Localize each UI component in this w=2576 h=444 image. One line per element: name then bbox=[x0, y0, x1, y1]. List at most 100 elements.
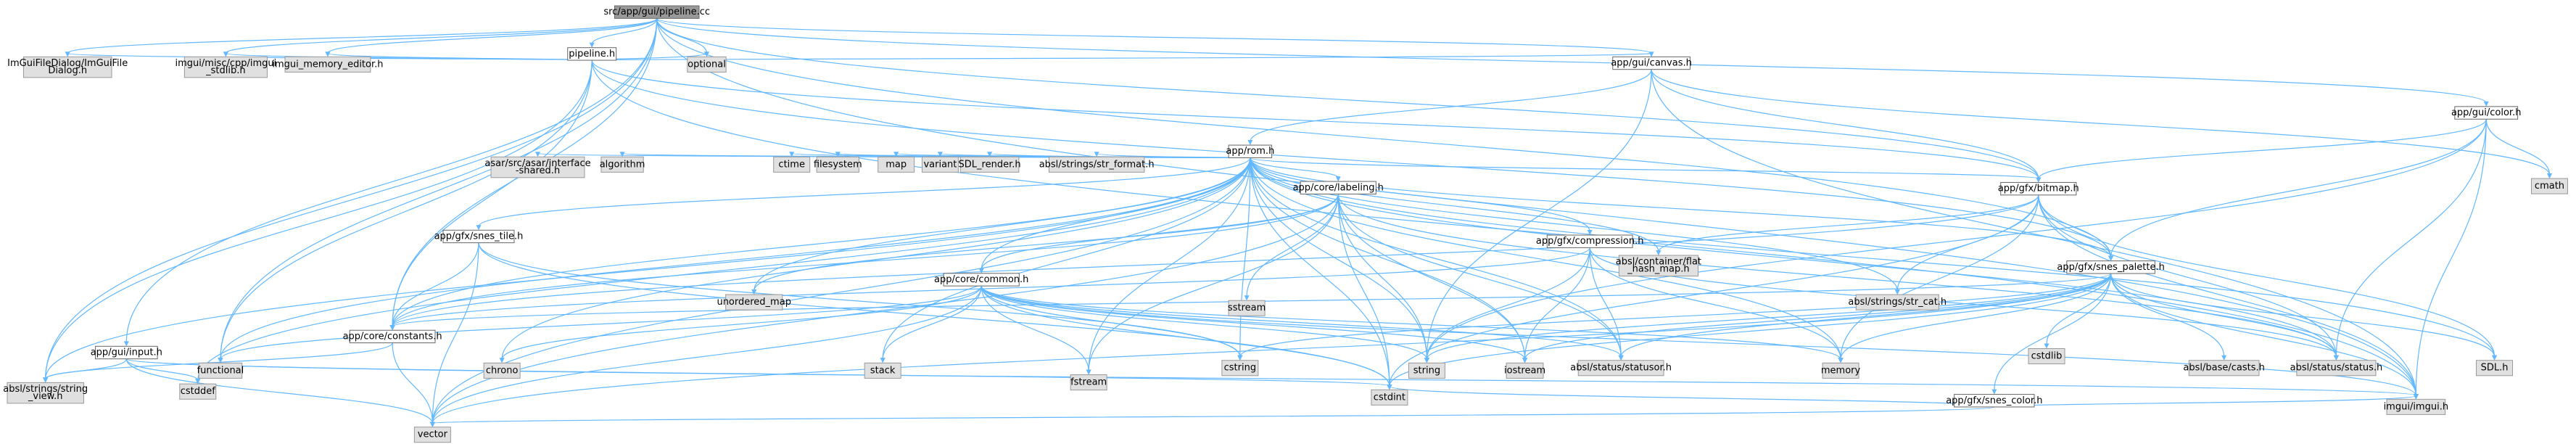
arrowhead-rom_h-to-snes_tile_h bbox=[476, 225, 482, 231]
node-label: asar/src/asar/interface bbox=[484, 158, 590, 169]
node-constants-h[interactable]: app/core/constants.h bbox=[343, 329, 442, 344]
node-cstddef[interactable]: cstddef bbox=[179, 383, 217, 400]
edge-labeling_h-to-fstream bbox=[1088, 194, 1339, 371]
arrowhead-rom_h-to-asar_interface bbox=[535, 152, 541, 157]
node-input-h[interactable]: app/gui/input.h bbox=[91, 345, 162, 360]
node-compression-h[interactable]: app/gfx/compression.h bbox=[1536, 234, 1644, 248]
node-flat-hash-map[interactable]: absl/container/flat_hash_map.h bbox=[1616, 255, 1701, 277]
node-status[interactable]: absl/status/status.h bbox=[2290, 360, 2383, 377]
edge-compression_h-to-iostream bbox=[1524, 247, 1590, 360]
node-cstring[interactable]: cstring bbox=[1221, 360, 1259, 377]
arrowhead-pipeline_h-to-optional bbox=[703, 52, 709, 57]
node-label: string bbox=[1413, 365, 1440, 376]
node-sdl-render[interactable]: SDL_render.h bbox=[959, 156, 1021, 173]
node-imgui-h[interactable]: imgui/imgui.h bbox=[2384, 398, 2449, 415]
node-ctime[interactable]: ctime bbox=[773, 156, 811, 173]
edge-color_h-to-imgui_h bbox=[2415, 119, 2487, 396]
node-cstdlib[interactable]: cstdlib bbox=[2028, 348, 2065, 365]
node-cmath[interactable]: cmath bbox=[2530, 178, 2568, 194]
node-label: map bbox=[886, 159, 907, 170]
edge-labeling_h-to-cstdint bbox=[1337, 194, 1390, 387]
edge-snes_color_h-to-vector bbox=[432, 406, 1995, 424]
node-imgui-file-dialog[interactable]: ImGuiFileDialog/ImGuiFileDialog.h bbox=[7, 56, 128, 78]
node-label: SDL_render.h bbox=[959, 159, 1021, 170]
arrowhead-rom_h-to-variant bbox=[937, 152, 943, 157]
node-stack[interactable]: stack bbox=[864, 362, 901, 379]
edge-common_h-to-cstdint bbox=[981, 286, 1390, 387]
node-filesystem[interactable]: filesystem bbox=[814, 156, 862, 173]
node-bitmap-h[interactable]: app/gfx/bitmap.h bbox=[1998, 181, 2079, 196]
node-snes-color-h[interactable]: app/gfx/snes_color.h bbox=[1946, 394, 2042, 408]
node-sdl-h[interactable]: SDL.h bbox=[2476, 360, 2514, 377]
arrowhead-rom_h-to-filesystem bbox=[835, 152, 841, 157]
edge-rom_h-to-constants_h bbox=[392, 157, 1251, 327]
node-sstream[interactable]: sstream bbox=[1228, 300, 1266, 316]
node-imgui-memory-editor[interactable]: imgui_memory_editor.h bbox=[272, 56, 384, 73]
node-string[interactable]: string bbox=[1408, 362, 1445, 379]
edge-constants_h-to-vector bbox=[392, 342, 433, 424]
edges-layer bbox=[43, 17, 2552, 427]
node-algorithm[interactable]: algorithm bbox=[600, 156, 645, 173]
node-box bbox=[490, 156, 585, 178]
node-labeling-h[interactable]: app/core/labeling.h bbox=[1293, 181, 1384, 194]
node-common-h[interactable]: app/core/common.h bbox=[934, 273, 1028, 287]
arrowhead-common_h-to-stack bbox=[880, 358, 886, 363]
node-string-view[interactable]: absl/strings/string_view.h bbox=[3, 382, 88, 404]
edge-snes_palette_h-to-casts bbox=[2110, 274, 2225, 357]
arrowhead-rom_h-to-compression_h bbox=[1587, 230, 1593, 236]
node-functional[interactable]: functional bbox=[197, 362, 244, 379]
node-label: fstream bbox=[1070, 377, 1107, 388]
node-str-format[interactable]: absl/strings/str_format.h bbox=[1039, 156, 1155, 173]
node-root[interactable]: src/app/gui/pipeline.cc bbox=[603, 5, 710, 19]
node-snes-tile-h[interactable]: app/gfx/snes_tile.h bbox=[434, 229, 524, 244]
node-label: -shared.h bbox=[516, 165, 560, 176]
arrowhead-bitmap_h-to-snes_palette_h bbox=[2108, 255, 2114, 261]
edge-canvas_h-to-cmath bbox=[1651, 69, 2551, 176]
node-box bbox=[1577, 360, 1664, 377]
node-cstdint[interactable]: cstdint bbox=[1371, 389, 1408, 406]
node-label: imgui/misc/cpp/imgui bbox=[176, 58, 277, 69]
node-label: ImGuiFileDialog/ImGuiFile bbox=[7, 58, 128, 69]
edge-common_h-to-iostream bbox=[981, 286, 1526, 360]
edge-bitmap_h-to-flat_hash_map bbox=[1658, 194, 2039, 252]
node-label: variant bbox=[923, 159, 957, 170]
node-fstream[interactable]: fstream bbox=[1070, 374, 1107, 391]
arrowhead-bitmap_h-to-flat_hash_map bbox=[1656, 250, 1661, 255]
node-memory[interactable]: memory bbox=[1821, 362, 1861, 379]
node-unordered-map[interactable]: unordered_map bbox=[717, 294, 791, 311]
edge-bitmap_h-to-memory bbox=[1840, 194, 2039, 360]
node-label: app/gfx/snes_tile.h bbox=[434, 231, 524, 242]
node-casts[interactable]: absl/base/casts.h bbox=[2183, 360, 2265, 377]
node-snes-palette-h[interactable]: app/gfx/snes_palette.h bbox=[2057, 260, 2165, 274]
arrowhead-labeling_h-to-unordered_map bbox=[751, 289, 757, 295]
edge-rom_h-to-labeling_h bbox=[1250, 157, 1339, 178]
node-map[interactable]: map bbox=[878, 156, 915, 173]
node-color-h[interactable]: app/gui/color.h bbox=[2451, 106, 2522, 120]
node-box bbox=[773, 156, 811, 173]
node-label: app/gfx/snes_palette.h bbox=[2057, 262, 2164, 273]
node-chrono[interactable]: chrono bbox=[483, 362, 521, 379]
node-box bbox=[2066, 260, 2155, 274]
node-label: _view.h bbox=[28, 391, 63, 402]
arrowhead-labeling_h-to-common_h bbox=[978, 268, 984, 274]
node-box bbox=[183, 56, 268, 78]
node-optional[interactable]: optional bbox=[687, 56, 727, 73]
node-rom-h[interactable]: app/rom.h bbox=[1226, 144, 1274, 158]
node-label: app/rom.h bbox=[1226, 146, 1274, 157]
node-canvas-h[interactable]: app/gui/canvas.h bbox=[1611, 56, 1692, 70]
node-variant[interactable]: variant bbox=[921, 156, 959, 173]
edge-snes_palette_h-to-string bbox=[1426, 273, 2112, 360]
node-pipeline-h[interactable]: pipeline.h bbox=[567, 47, 617, 61]
node-box bbox=[1618, 255, 1698, 277]
node-asar-interface[interactable]: asar/src/asar/interface-shared.h bbox=[484, 156, 591, 178]
node-iostream[interactable]: iostream bbox=[1504, 362, 1545, 379]
node-imgui-stdlib[interactable]: imgui/misc/cpp/imgui_stdlib.h bbox=[176, 56, 277, 78]
node-vector[interactable]: vector bbox=[413, 427, 451, 443]
node-str-cat[interactable]: absl/strings/str_cat.h bbox=[1848, 294, 1947, 311]
node-statusor[interactable]: absl/status/statusor.h bbox=[1570, 360, 1672, 377]
node-label: app/core/labeling.h bbox=[1293, 182, 1384, 193]
node-label: app/core/common.h bbox=[934, 274, 1028, 285]
edge-rom_h-to-functional bbox=[220, 157, 1251, 360]
node-box bbox=[1546, 234, 1633, 248]
arrowhead-rom_h-to-algorithm bbox=[619, 152, 625, 157]
